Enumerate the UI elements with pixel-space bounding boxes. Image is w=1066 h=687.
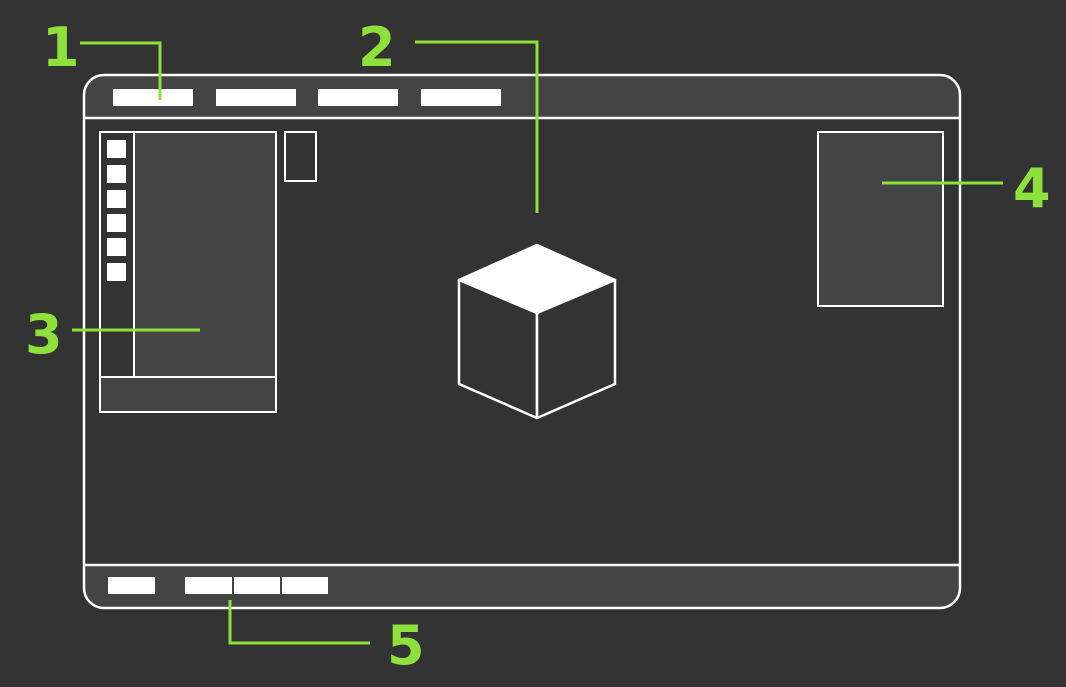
callout-line-2 [415,40,539,213]
menu-item[interactable] [216,89,296,106]
toolbar-panel [99,131,277,413]
tool-button[interactable] [107,263,126,281]
tool-button[interactable] [107,238,126,256]
callout-number-2: 2 [358,16,396,79]
status-item[interactable] [108,577,155,594]
callout-line-5 [228,600,370,645]
status-item[interactable] [185,577,232,594]
panel-toggle-tab[interactable] [284,131,317,182]
callout-lines [72,40,1003,645]
top-menu-bar [84,75,960,118]
cube-icon [457,243,617,420]
status-item[interactable] [234,577,280,594]
callout-line-1 [80,41,162,100]
tool-button[interactable] [107,140,126,158]
callout-number-3: 3 [25,303,63,366]
status-bar [84,565,960,608]
status-items [108,577,328,594]
sidebar-panel [817,131,944,307]
menu-item[interactable] [318,89,398,106]
menu-item[interactable] [421,89,501,106]
tool-button[interactable] [107,165,126,183]
tool-button[interactable] [107,214,126,232]
callout-number-4: 4 [1013,157,1051,220]
tool-button[interactable] [107,190,126,208]
status-item[interactable] [282,577,328,594]
menu-items [113,89,501,106]
menu-item[interactable] [113,89,193,106]
callout-number-5: 5 [387,614,425,677]
callout-number-1: 1 [42,16,80,79]
